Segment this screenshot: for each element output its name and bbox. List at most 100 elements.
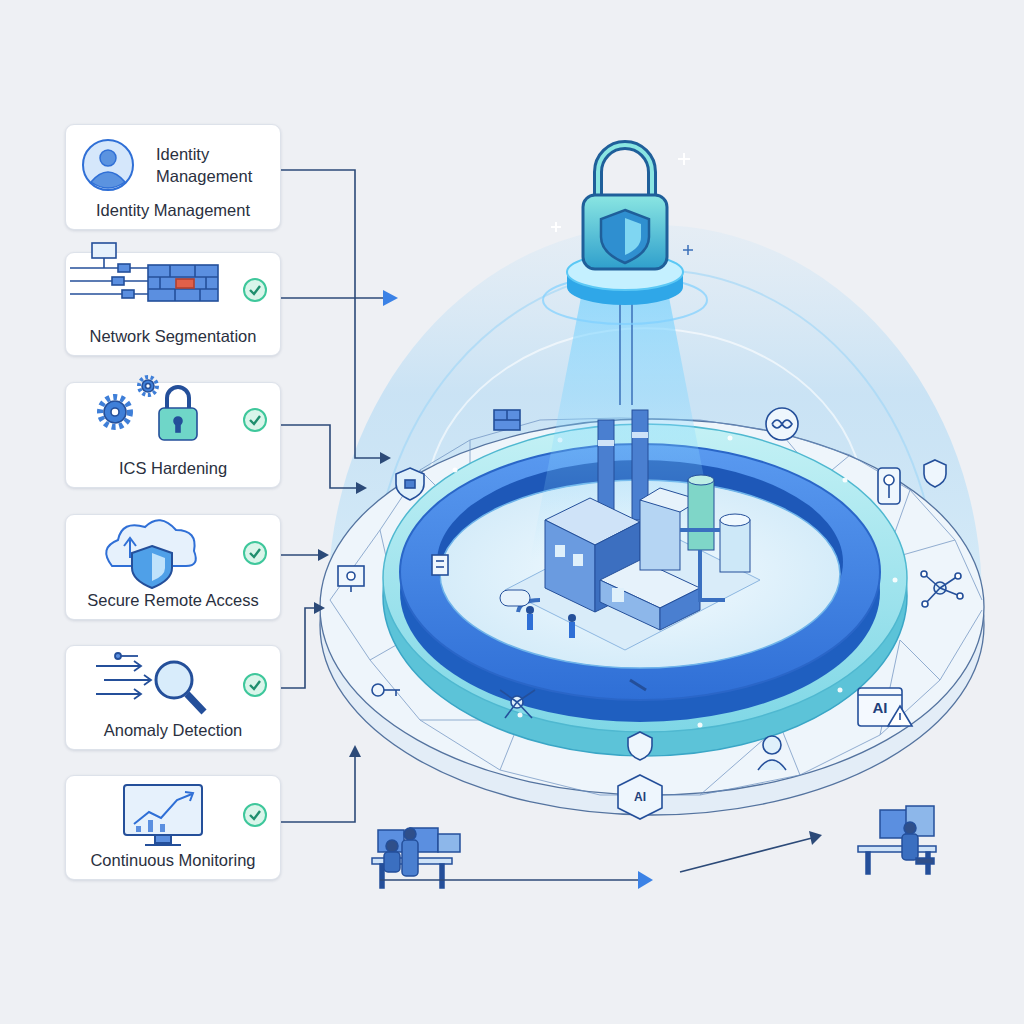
ring-icons bbox=[517, 690, 535, 702]
factory bbox=[632, 432, 648, 438]
ring-icons bbox=[924, 460, 946, 487]
leader-arrows bbox=[281, 297, 384, 299]
check-badges bbox=[250, 681, 260, 689]
feature-card: ICS Hardening bbox=[65, 382, 281, 488]
icon-label: AI bbox=[862, 700, 898, 715]
lock-emblem bbox=[598, 145, 652, 198]
hardening-icon bbox=[176, 423, 180, 432]
identity-icon bbox=[91, 172, 125, 188]
ring-icons bbox=[338, 408, 963, 819]
arrow-heads bbox=[318, 549, 329, 561]
hardening-icon bbox=[146, 384, 151, 389]
arrow-heads bbox=[314, 602, 325, 614]
card-label: ICS Hardening bbox=[70, 457, 276, 479]
feature-card: Secure Remote Access bbox=[65, 514, 281, 620]
monitoring-icon bbox=[160, 824, 165, 832]
factory bbox=[526, 606, 534, 614]
ring-icons bbox=[436, 566, 444, 568]
leader-arrows bbox=[281, 425, 356, 488]
light-beam bbox=[530, 292, 720, 560]
check-badges bbox=[250, 811, 260, 819]
segmentation-icon bbox=[70, 267, 148, 269]
leader-arrows bbox=[680, 838, 812, 872]
leader-arrows bbox=[281, 170, 380, 458]
anomaly-icon bbox=[134, 689, 141, 699]
arrow-heads bbox=[356, 482, 367, 494]
teal-ring bbox=[893, 578, 898, 583]
factory bbox=[660, 588, 700, 630]
anomaly-icon bbox=[156, 662, 192, 698]
monitoring-icon bbox=[145, 844, 181, 846]
ring-icons bbox=[858, 694, 902, 696]
operator-workstations bbox=[378, 830, 404, 852]
ring-icons bbox=[500, 690, 517, 702]
anomaly-icon bbox=[134, 661, 141, 671]
remote-access-icon bbox=[124, 538, 136, 546]
segmentation-icon bbox=[118, 264, 130, 272]
ring-icons bbox=[405, 480, 415, 488]
ring-icons bbox=[436, 560, 444, 562]
segmentation-icon bbox=[70, 293, 148, 295]
lock-emblem bbox=[583, 195, 667, 269]
check-badges bbox=[250, 416, 260, 424]
anomaly-icon bbox=[96, 653, 204, 712]
monitoring-icon bbox=[148, 820, 153, 832]
card-label: Secure Remote Access bbox=[70, 589, 276, 611]
hardening-icon bbox=[100, 397, 130, 427]
monitoring-icon bbox=[134, 794, 192, 824]
segmentation-icon bbox=[159, 277, 161, 289]
anomaly-icon bbox=[187, 694, 204, 712]
segmentation-icon bbox=[176, 279, 194, 288]
ring-icons bbox=[384, 689, 400, 691]
ring-icons bbox=[432, 555, 448, 575]
ring-icons bbox=[347, 572, 355, 580]
factory bbox=[500, 410, 760, 650]
monitoring-icon bbox=[124, 785, 202, 845]
leader-arrows bbox=[281, 170, 812, 880]
anomaly-icon bbox=[96, 693, 140, 695]
ring-icons bbox=[350, 586, 352, 592]
check-badges bbox=[244, 804, 266, 826]
segmentation-icon bbox=[112, 277, 124, 285]
segmentation-icon bbox=[148, 265, 218, 301]
hardening-icon bbox=[111, 408, 119, 416]
ring-icons bbox=[888, 706, 912, 726]
segmentation-icon bbox=[148, 288, 218, 290]
card-label: Identity Management bbox=[70, 199, 276, 221]
ring-icons bbox=[517, 702, 532, 718]
arrow-heads bbox=[383, 290, 398, 306]
ring-icons bbox=[630, 680, 646, 690]
hardening-icon bbox=[142, 380, 154, 392]
factory bbox=[568, 614, 576, 622]
ring-icons bbox=[888, 485, 890, 498]
monitoring-icon bbox=[155, 835, 171, 843]
segmentation-icon bbox=[205, 277, 207, 289]
lock-emblem bbox=[543, 145, 707, 324]
operator-workstations bbox=[902, 834, 918, 860]
operator-workstations bbox=[386, 840, 398, 852]
teal-ring bbox=[453, 468, 458, 473]
ring-icons bbox=[957, 593, 963, 599]
ring-icons bbox=[396, 468, 424, 500]
check-badges bbox=[244, 409, 266, 431]
hardening-icon bbox=[174, 417, 182, 425]
remote-access-icon bbox=[129, 540, 131, 558]
light-beam bbox=[619, 300, 621, 405]
arrow-heads bbox=[349, 745, 361, 757]
check-badges bbox=[244, 409, 266, 431]
operator-workstations bbox=[404, 828, 416, 840]
light-beam bbox=[631, 300, 633, 405]
card-label: Network Segmentation bbox=[70, 325, 276, 347]
segmentation-icon bbox=[122, 290, 134, 298]
lock-emblem bbox=[551, 153, 690, 232]
arrow-heads bbox=[380, 452, 391, 464]
factory bbox=[573, 554, 583, 566]
factory bbox=[598, 440, 614, 446]
operator-workstations bbox=[438, 834, 460, 852]
leader-arrows bbox=[281, 608, 314, 688]
lock-emblem bbox=[683, 249, 693, 251]
lock-emblem bbox=[678, 158, 690, 160]
teal-ring bbox=[518, 713, 523, 718]
operator-workstations bbox=[866, 852, 870, 874]
